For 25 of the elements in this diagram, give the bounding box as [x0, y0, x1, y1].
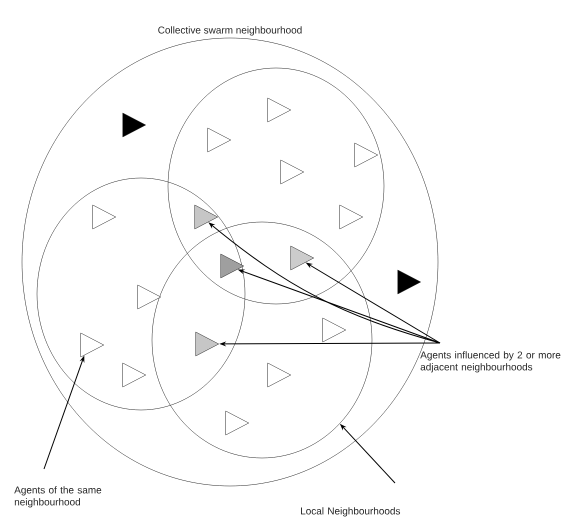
agent-triangle [194, 204, 218, 230]
agent-triangle [225, 410, 249, 436]
agent-triangle [267, 362, 291, 388]
agent-triangle [220, 254, 244, 278]
agent-triangle [354, 142, 378, 168]
neighbourhood-circle [168, 68, 384, 304]
agent-triangle [322, 318, 346, 342]
neighbourhood-circle [36, 178, 246, 410]
agent-triangle [92, 204, 116, 230]
note-text: Local Neighbourhoods [301, 507, 400, 516]
note-text: Agents of the same neighbourhood [14, 486, 102, 508]
agent-triangle [290, 246, 314, 270]
agent-triangle [80, 332, 104, 358]
agent-triangle [267, 98, 291, 122]
note-text: Agents influenced by 2 or more adjacent neighbourhoods [420, 351, 560, 372]
agent-triangle [397, 270, 421, 294]
agent-triangle [280, 160, 304, 184]
agent-triangle [122, 362, 146, 388]
agent-triangle [195, 332, 219, 356]
agent-triangle [339, 204, 363, 230]
agent-triangle [137, 284, 161, 310]
neighbourhood-circle [152, 222, 372, 458]
heading: Collective swarm neighbourhood [158, 26, 302, 36]
agent-triangle [207, 128, 231, 152]
agent-triangle [122, 112, 146, 138]
